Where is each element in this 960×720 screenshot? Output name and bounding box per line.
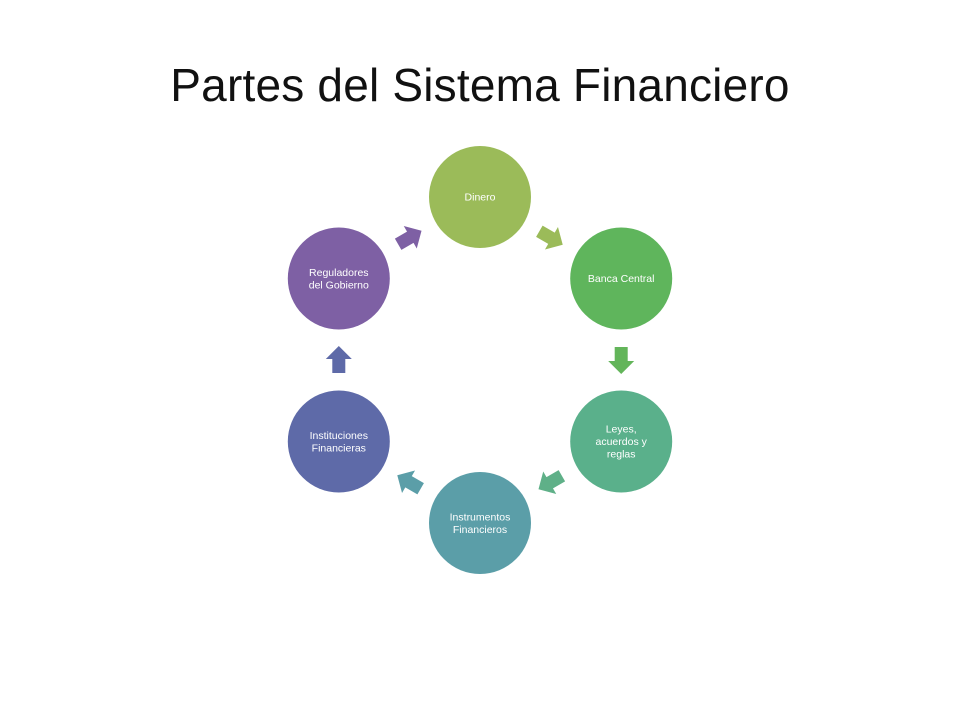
node-label-dinero: Dinero [465,192,496,204]
arrow-banca-central-to-leyes [608,347,635,374]
node-label-line: Instituciones [310,430,368,442]
node-circle-dinero [429,146,531,248]
node-circle-instituciones [287,390,390,493]
arrow-dinero-to-banca-central [536,225,563,250]
node-label-line: reglas [607,449,636,461]
slide-title: Partes del Sistema Financiero [170,59,790,111]
arrow-reguladores-to-dinero [394,226,422,250]
arrow-icon [325,346,352,373]
node-label-line: Instrumentos [450,511,511,523]
node-label-line: Leyes, [606,424,637,436]
node-label-line: Financieras [312,442,366,454]
node-label-banca-central: Banca Central [588,273,655,285]
node-circle-leyes [570,390,673,493]
node-banca-central: Banca Central [570,227,673,330]
node-circle-reguladores [287,227,390,330]
node-label-line: del Gobierno [309,279,369,291]
node-label-line: Financieros [453,524,507,536]
arrow-icon [397,470,424,495]
arrow-icon [608,347,635,374]
node-label-line: acuerdos y [596,436,648,448]
arrow-icon [394,226,422,250]
arrow-icon [538,470,566,495]
node-label-line: Reguladores [309,267,369,279]
node-label-line: Dinero [465,192,496,204]
node-label-line: Banca Central [588,273,655,285]
arrow-instrumentos-to-instituciones [397,470,424,495]
node-dinero: Dinero [429,146,531,248]
node-circle-instrumentos [429,472,531,574]
node-circle-banca-central [570,227,673,330]
arrow-icon [536,225,563,250]
arrow-leyes-to-instrumentos [538,470,566,495]
arrow-instituciones-to-reguladores [325,346,352,373]
